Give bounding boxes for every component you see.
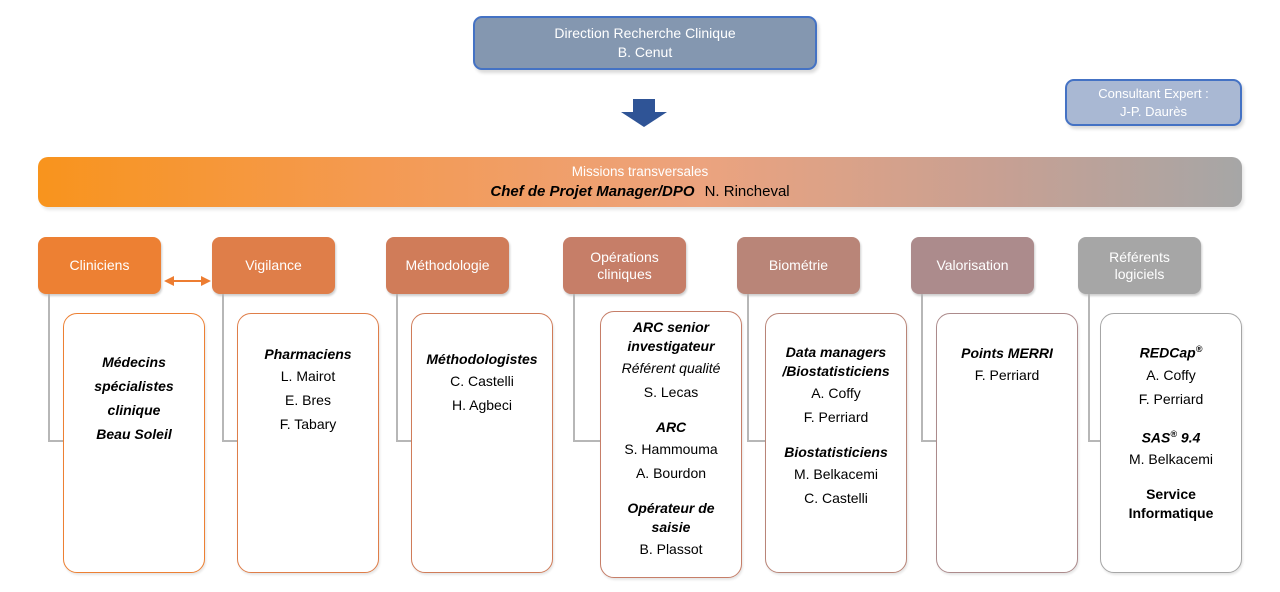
connector-horizontal <box>1088 440 1103 442</box>
group-heading: REDCap® <box>1139 344 1203 361</box>
group-heading: Pharmaciens <box>264 346 352 362</box>
group-heading: Opérateur de <box>627 500 715 516</box>
connector-vertical <box>747 294 749 441</box>
group-heading: ARC <box>655 419 687 435</box>
dept-label: Méthodologie <box>405 257 490 273</box>
staff-name: L. Mairot <box>280 368 336 384</box>
group-heading: /Biostatisticiens <box>782 363 890 379</box>
group-heading: saisie <box>651 519 691 535</box>
connector-vertical <box>222 294 224 441</box>
staff-name: H. Agbeci <box>452 397 512 413</box>
staff-name: F. Perriard <box>1138 390 1204 407</box>
staff-name: A. Coffy <box>811 385 861 401</box>
group-heading: Points MERRI <box>961 345 1053 361</box>
group-heading: Biostatisticiens <box>784 444 888 460</box>
group-heading: ARC senior <box>632 319 710 335</box>
direction-name: B. Cenut <box>617 44 673 60</box>
detail-box-vigilance: Pharmaciens L. Mairot E. Bres F. Tabary <box>237 313 379 573</box>
staff-name: E. Bres <box>285 392 331 408</box>
consultant-name: J-P. Daurès <box>1120 103 1187 119</box>
connector-horizontal <box>921 440 939 442</box>
group-heading: Informatique <box>1128 505 1214 522</box>
missions-bar-title: Missions transversales <box>571 164 709 179</box>
dept-box-biometrie: Biométrie <box>737 237 860 294</box>
staff-name: A. Coffy <box>1146 366 1196 383</box>
group-heading: Médecins <box>102 354 166 370</box>
staff-name: M. Belkacemi <box>793 466 879 482</box>
consultant-box: Consultant Expert : J-P. Daurès <box>1065 79 1242 126</box>
dept-box-referents-logiciels: Référents logiciels <box>1078 237 1201 294</box>
dept-label: Cliniciens <box>69 257 130 273</box>
staff-name: S. Hammouma <box>624 441 718 457</box>
connector-horizontal <box>222 440 240 442</box>
dept-label: Valorisation <box>936 257 1009 273</box>
missions-bar-role: Chef de Projet Manager/DPO <box>490 183 695 200</box>
staff-group: REDCap® A. Coffy F. Perriard <box>1101 340 1241 411</box>
dept-box-valorisation: Valorisation <box>911 237 1034 294</box>
bidirectional-arrow-icon <box>164 276 211 286</box>
registered-mark: ® <box>1195 344 1203 354</box>
connector-vertical <box>573 294 575 441</box>
connector-vertical <box>396 294 398 441</box>
connector-horizontal <box>48 440 66 442</box>
dept-label: Opérations cliniques <box>590 248 659 282</box>
staff-group: SAS® 9.4 M. Belkacemi <box>1101 425 1241 472</box>
group-heading: investigateur <box>627 338 715 354</box>
connector-horizontal <box>396 440 414 442</box>
staff-name: A. Bourdon <box>635 465 707 481</box>
registered-mark: ® <box>1170 428 1178 439</box>
missions-transversales-bar: Missions transversales Chef de Projet Ma… <box>38 157 1242 207</box>
dept-box-methodologie: Méthodologie <box>386 237 509 294</box>
group-heading: Beau Soleil <box>96 426 172 442</box>
dept-label: Référents logiciels <box>1109 248 1170 282</box>
staff-name: F. Perriard <box>803 409 869 425</box>
missions-bar-subtitle: Chef de Projet Manager/DPO N. Rincheval <box>490 181 789 202</box>
staff-name: C. Castelli <box>450 373 514 389</box>
dept-box-operations-cliniques: Opérations cliniques <box>563 237 686 294</box>
detail-box-methodologie: Méthodologistes C. Castelli H. Agbeci <box>411 313 553 573</box>
group-subheading: Référent qualité <box>621 360 721 376</box>
dept-box-cliniciens: Cliniciens <box>38 237 161 294</box>
connector-vertical <box>1088 294 1090 441</box>
consultant-title: Consultant Expert : <box>1098 85 1209 101</box>
staff-group: Pharmaciens L. Mairot E. Bres F. Tabary <box>238 345 378 436</box>
staff-name: F. Perriard <box>974 367 1040 383</box>
connector-vertical <box>921 294 923 441</box>
group-heading: Data managers <box>785 344 887 360</box>
staff-group: Biostatisticiens M. Belkacemi C. Castelli <box>766 443 906 510</box>
down-arrow-icon <box>621 99 667 127</box>
staff-group: ARC S. Hammouma A. Bourdon <box>601 418 741 485</box>
connector-vertical <box>48 294 50 441</box>
detail-box-valorisation: Points MERRI F. Perriard <box>936 313 1078 573</box>
group-heading: Méthodologistes <box>426 351 538 367</box>
staff-group: Opérateur de saisie B. Plassot <box>601 499 741 561</box>
dept-box-vigilance: Vigilance <box>212 237 335 294</box>
direction-box: Direction Recherche Clinique B. Cenut <box>473 16 817 70</box>
staff-name: S. Lecas <box>643 384 699 400</box>
staff-name: C. Castelli <box>804 490 868 506</box>
staff-name: B. Plassot <box>639 541 703 557</box>
connector-horizontal <box>573 440 603 442</box>
staff-group: Points MERRI F. Perriard <box>937 344 1077 387</box>
staff-name: M. Belkacemi <box>1128 451 1214 468</box>
connector-horizontal <box>747 440 768 442</box>
dept-label: Vigilance <box>245 257 302 273</box>
group-heading: Service <box>1146 486 1196 503</box>
group-heading: clinique <box>107 402 161 418</box>
staff-name: F. Tabary <box>279 416 337 432</box>
dept-label: Biométrie <box>768 257 829 273</box>
group-heading: spécialistes <box>94 378 174 394</box>
group-heading: SAS® 9.4 <box>1141 428 1201 446</box>
missions-bar-name: N. Rincheval <box>704 183 790 200</box>
direction-title: Direction Recherche Clinique <box>554 25 736 41</box>
staff-group: Méthodologistes C. Castelli H. Agbeci <box>412 350 552 417</box>
